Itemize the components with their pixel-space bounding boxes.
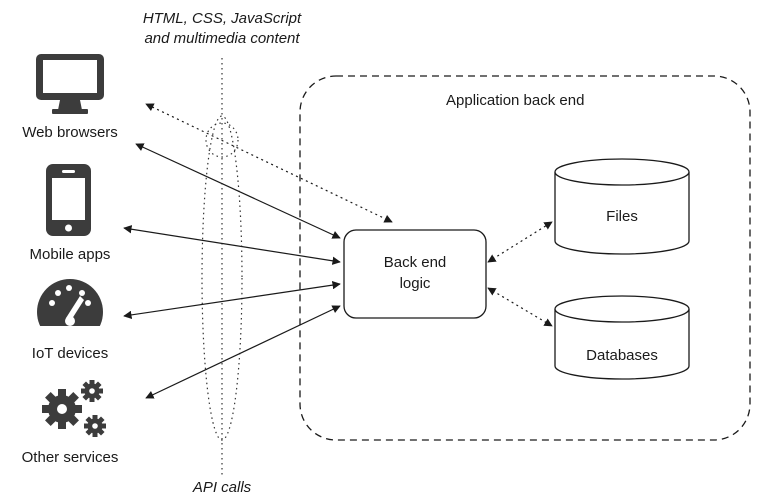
backend-container [299, 75, 751, 441]
files-cylinder-icon [554, 158, 690, 255]
api-calls-ellipse [201, 115, 243, 441]
gears-icon [42, 380, 106, 437]
arrow-files [487, 221, 553, 263]
client-label-iot-devices: IoT devices [31, 345, 109, 362]
api-calls-label: API calls [192, 479, 252, 496]
arrow-web-browsers [135, 143, 341, 239]
client-label-web-browsers: Web browsers [22, 124, 118, 141]
smartphone-icon [46, 164, 91, 236]
arrow-mobile-apps [123, 225, 341, 265]
backend-logic-box [343, 229, 487, 319]
monitor-icon [36, 54, 104, 114]
client-label-other-services: Other services [21, 449, 119, 466]
gauge-icon [37, 279, 103, 348]
databases-cylinder-icon [554, 295, 690, 380]
client-label-mobile-apps: Mobile apps [29, 246, 111, 263]
store-label-files: Files [606, 208, 638, 225]
arrow-other-services [145, 305, 341, 399]
backend-title: Application back end [446, 92, 585, 109]
store-label-databases: Databases [586, 347, 658, 364]
content-arrow [145, 103, 393, 223]
content-annotation-line2: and multimedia content [144, 30, 300, 47]
backend-logic-line1: Back end [383, 254, 447, 271]
arrow-databases [487, 287, 553, 327]
content-annotation-line1: HTML, CSS, JavaScript [142, 10, 302, 27]
backend-logic-line2: logic [399, 275, 431, 292]
arrow-iot-devices [123, 280, 341, 320]
